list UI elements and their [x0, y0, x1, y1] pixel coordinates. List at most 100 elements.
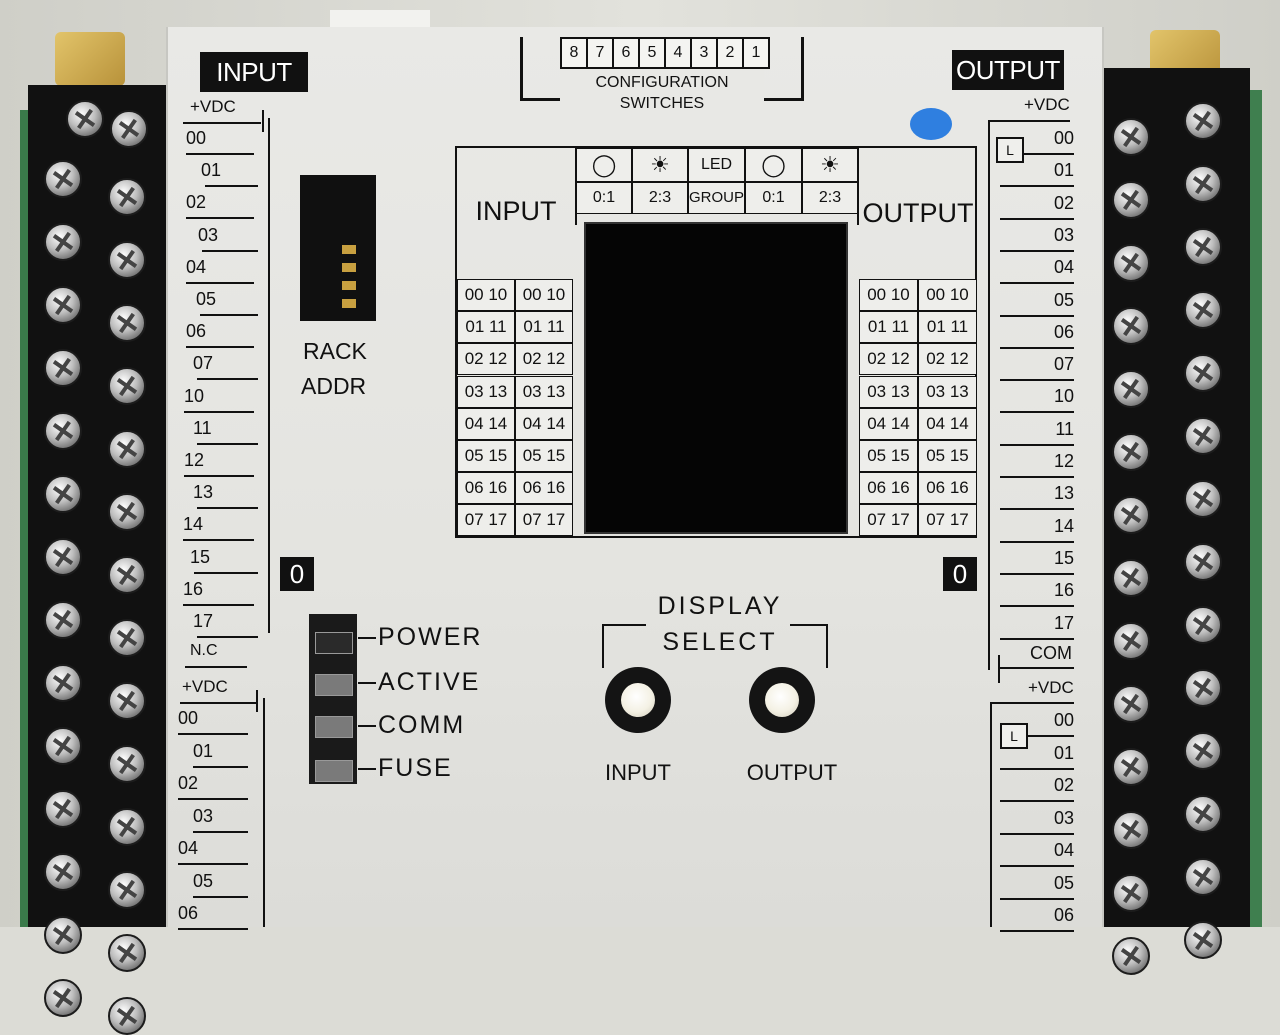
output-led-cell-row6-group1: 06 16 [918, 472, 977, 505]
output-terminal-label-16: 16 [1053, 580, 1074, 601]
power-label: POWER [378, 623, 483, 651]
config-switch-1[interactable]: 1 [744, 39, 768, 67]
input-terminal-label-16: 16 [183, 578, 204, 599]
dip-toggle[interactable] [342, 299, 356, 308]
terminal-line [1000, 865, 1074, 867]
terminal-screw [108, 367, 146, 405]
vdc-label-lower: +VDC [182, 677, 228, 696]
group-label: 0:1 [576, 182, 632, 214]
terminal-screw [44, 916, 82, 954]
terminal-line [1000, 153, 1074, 155]
terminal-line [183, 603, 254, 606]
terminal-screw [1112, 244, 1150, 282]
config-switch-6[interactable]: 6 [614, 39, 640, 67]
led-table-input-label: INPUT [475, 196, 557, 226]
terminal-line [202, 249, 258, 252]
terminal-line [1000, 800, 1074, 802]
terminal-line [186, 217, 254, 220]
terminal-line [197, 636, 258, 638]
load-symbol: L [996, 137, 1024, 163]
group-label: 0:1 [745, 182, 802, 214]
input-terminal-label-07: 07 [193, 353, 214, 374]
terminal-line [1000, 897, 1074, 900]
output-led-cell-row7-group0: 07 17 [859, 504, 918, 537]
terminal-screw [44, 286, 82, 324]
output-header: OUTPUT [952, 50, 1064, 90]
output-common-line-lower [990, 702, 992, 927]
config-switch-7[interactable]: 7 [588, 39, 614, 67]
dip-toggle[interactable] [342, 281, 356, 290]
input-terminal-label-12: 12 [184, 450, 205, 470]
output-terminal-label-02: 02 [1053, 192, 1074, 213]
terminal-screw [1112, 559, 1150, 597]
terminal-line [1000, 508, 1074, 511]
input-lower-terminal-label-02: 02 [178, 773, 199, 793]
output-common-line [988, 120, 990, 670]
input-terminal-label-02: 02 [186, 192, 207, 213]
terminal-screw [44, 538, 82, 576]
output-lower-terminal-label-01: 01 [1053, 742, 1074, 763]
terminal-screw [108, 556, 146, 594]
output-led-cell-row0-group1: 00 10 [918, 279, 977, 311]
config-switch-5[interactable]: 5 [640, 39, 666, 67]
terminal-line [193, 895, 248, 898]
input-common-line-lower [263, 698, 265, 927]
output-led-cell-row3-group0: 03 13 [859, 375, 918, 408]
output-lower-terminal-label-00: 00 [1053, 710, 1074, 730]
config-switch-2[interactable]: 2 [718, 39, 744, 67]
input-led-cell-row2-group1: 02 12 [515, 343, 573, 376]
rack-address-dip-switch[interactable] [300, 175, 376, 321]
output-led-cell-row3-group1: 03 13 [918, 375, 977, 408]
config-switch-3[interactable]: 3 [692, 39, 718, 67]
input-led-cell-row3-group0: 03 13 [457, 375, 515, 408]
input-led-cell-row7-group0: 07 17 [457, 504, 515, 537]
output-led-cell-row4-group1: 04 14 [918, 407, 977, 440]
input-display-button[interactable] [605, 667, 671, 733]
terminal-screw [1184, 858, 1222, 896]
terminal-screw [1184, 102, 1222, 140]
output-led-cell-row4-group0: 04 14 [859, 407, 918, 440]
vdc-line-right [988, 120, 1070, 122]
input-led-cell-row3-group1: 03 13 [515, 375, 573, 408]
divider [857, 147, 859, 225]
terminal-screw [1184, 417, 1222, 455]
terminal-line [1000, 735, 1074, 737]
output-terminal-label-12: 12 [1053, 451, 1074, 471]
input-terminal-label-03: 03 [198, 224, 219, 245]
vdc-label-right: +VDC [1024, 95, 1070, 114]
output-led-cell-row0-group0: 00 10 [859, 279, 918, 311]
dip-toggle[interactable] [342, 263, 356, 272]
output-display-button[interactable] [749, 667, 815, 733]
terminal-screw [1112, 496, 1150, 534]
config-switch-4[interactable]: 4 [666, 39, 692, 67]
output-zero-marker: 0 [943, 557, 977, 591]
nc-label: N.C [190, 642, 218, 659]
input-terminal-label-10: 10 [184, 385, 205, 406]
terminal-screw [108, 430, 146, 468]
group-label: 2:3 [802, 182, 858, 214]
terminal-line [197, 442, 258, 445]
vdc-cap [262, 110, 264, 132]
terminal-screw [108, 178, 146, 216]
dip-toggle[interactable] [342, 245, 356, 254]
terminal-screw [44, 223, 82, 261]
input-led-cell-row5-group1: 05 15 [515, 440, 573, 472]
terminal-screw [44, 664, 82, 702]
output-terminal-label-01: 01 [1053, 160, 1074, 181]
off-circle-icon: ◯ [576, 148, 632, 182]
addr-label: ADDR [301, 373, 367, 399]
input-led-cell-row0-group0: 00 10 [457, 279, 515, 311]
config-switch-8[interactable]: 8 [562, 39, 588, 67]
terminal-screw [1184, 543, 1222, 581]
output-terminal-label-04: 04 [1053, 257, 1074, 278]
input-lower-terminal-label-00: 00 [178, 708, 199, 728]
terminal-line [1000, 411, 1074, 414]
output-lower-terminal-label-03: 03 [1053, 807, 1074, 828]
output-terminal-label-13: 13 [1053, 483, 1074, 504]
output-led-cell-row6-group0: 06 16 [859, 472, 918, 505]
terminal-line [1000, 185, 1074, 188]
input-lower-terminal-label-04: 04 [178, 838, 199, 858]
active-led [315, 674, 353, 696]
input-terminal-label-17: 17 [193, 611, 214, 631]
terminal-screw [108, 997, 146, 1035]
